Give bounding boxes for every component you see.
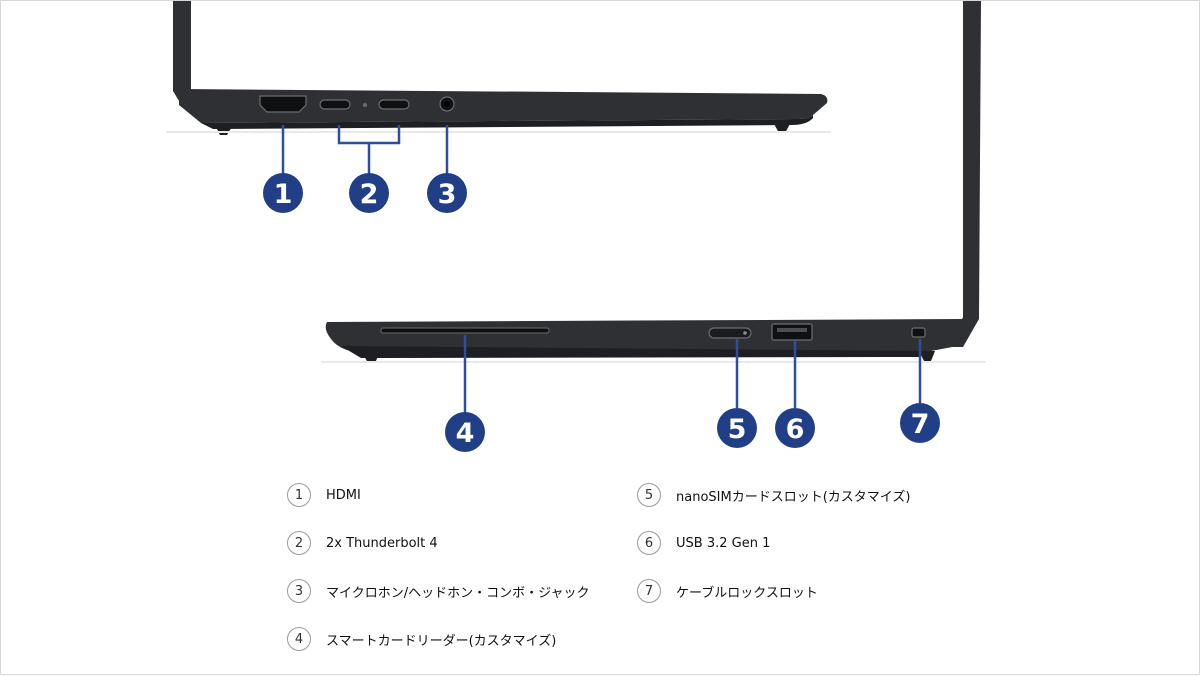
svg-text:6: 6 [786, 414, 805, 445]
legend-number: 3 [287, 579, 311, 603]
legend-item-2: 2 2x Thunderbolt 4 [287, 530, 438, 556]
callout-badge-3: 3 [427, 173, 467, 213]
callout-badge-6: 6 [775, 408, 815, 448]
thunderbolt-port-1 [319, 99, 351, 110]
legend-number: 1 [287, 483, 311, 507]
left-rear-foot [773, 122, 791, 133]
svg-text:5: 5 [728, 414, 747, 445]
legend-label: nanoSIMカードスロット(カスタマイズ) [676, 489, 911, 505]
right-lid-edge [949, 1, 981, 347]
callout-badge-4: 4 [445, 412, 485, 452]
legend-item-7: 7 ケーブルロックスロット [637, 578, 818, 604]
right-rear-foot [919, 351, 935, 361]
svg-text:2: 2 [360, 179, 379, 210]
svg-text:3: 3 [438, 179, 457, 210]
svg-text:4: 4 [456, 418, 475, 449]
right-front-foot [363, 354, 379, 363]
leader-lines-top [281, 125, 449, 176]
left-lid-edge [173, 1, 197, 101]
callout-badge-7: 7 [900, 403, 940, 443]
legend-label: USB 3.2 Gen 1 [676, 535, 771, 551]
left-front-foot [215, 125, 233, 135]
left-base-slab [179, 89, 828, 123]
legend-number: 6 [637, 531, 661, 555]
legend-number: 5 [637, 483, 661, 507]
legend-item-1: 1 HDMI [287, 482, 361, 508]
legend-item-5: 5 nanoSIMカードスロット(カスタマイズ) [637, 482, 910, 508]
nanosim-tray [708, 327, 752, 339]
legend-item-6: 6 USB 3.2 Gen 1 [637, 530, 770, 556]
callout-badge-1: 1 [263, 173, 303, 213]
legend-label: スマートカードリーダー(カスタマイズ) [326, 633, 557, 649]
legend-number: 7 [637, 579, 661, 603]
legend-label: ケーブルロックスロット [676, 585, 818, 601]
left-base-bottom-edge [201, 115, 813, 129]
legend-label: マイクロホン/ヘッドホン・コンボ・ジャック [326, 585, 590, 601]
lock-slot [911, 327, 926, 338]
hdmi-port [259, 95, 307, 113]
legend-item-4: 4 スマートカードリーダー(カスタマイズ) [287, 626, 556, 652]
legend-label: 2x Thunderbolt 4 [326, 535, 438, 551]
thunderbolt-port-2 [378, 99, 410, 110]
svg-text:7: 7 [911, 409, 930, 440]
legend-label: HDMI [326, 487, 361, 503]
right-base-bottom-edge [341, 346, 931, 358]
svg-text:1: 1 [274, 179, 293, 210]
legend-number: 2 [287, 531, 311, 555]
smart-card-slot [380, 327, 550, 334]
callout-badge-2: 2 [349, 173, 389, 213]
laptop-left-side-view [166, 1, 831, 135]
legend-item-3: 3 マイクロホン/ヘッドホン・コンボ・ジャック [287, 578, 589, 604]
legend-number: 4 [287, 627, 311, 651]
laptop-right-side-view [321, 1, 986, 363]
status-led [363, 103, 367, 107]
leader-lines-bottom [463, 335, 922, 414]
callout-badge-5: 5 [717, 408, 757, 448]
